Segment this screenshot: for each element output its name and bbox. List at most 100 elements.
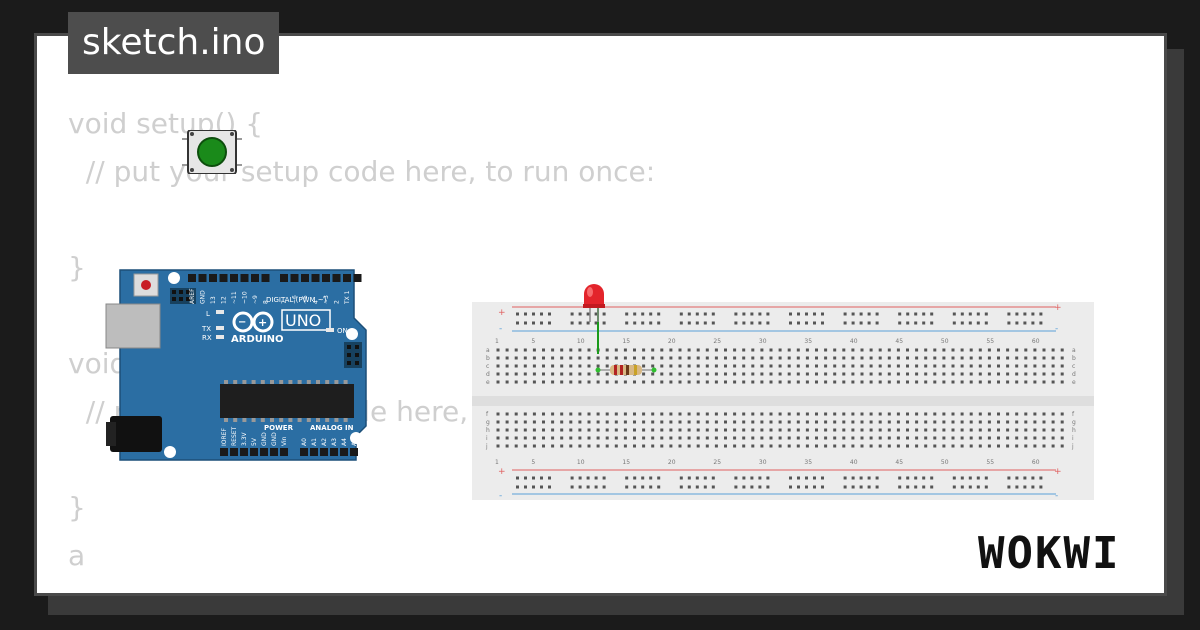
breadboard-hole[interactable]: [878, 436, 882, 440]
breadboard-hole[interactable]: [842, 380, 846, 384]
breadboard-hole[interactable]: [878, 420, 882, 424]
breadboard-hole[interactable]: [651, 444, 655, 448]
breadboard-hole[interactable]: [742, 412, 746, 416]
breadboard-hole[interactable]: [724, 412, 727, 416]
breadboard-hole[interactable]: [951, 420, 955, 424]
rail-hole[interactable]: [711, 476, 715, 480]
rail-hole[interactable]: [976, 476, 980, 480]
breadboard-hole[interactable]: [705, 356, 709, 360]
rail-hole[interactable]: [813, 485, 816, 489]
breadboard-hole[interactable]: [1060, 348, 1064, 352]
breadboard-hole[interactable]: [605, 436, 609, 440]
breadboard-hole[interactable]: [551, 356, 555, 360]
breadboard-hole[interactable]: [796, 444, 800, 448]
breadboard-hole[interactable]: [915, 412, 919, 416]
breadboard-hole[interactable]: [714, 420, 718, 424]
breadboard-hole[interactable]: [551, 428, 555, 432]
header-pin[interactable]: [350, 448, 358, 456]
rail-hole[interactable]: [1007, 485, 1011, 489]
breadboard-hole[interactable]: [633, 348, 636, 352]
breadboard-hole[interactable]: [505, 420, 509, 424]
breadboard-hole[interactable]: [560, 428, 564, 432]
rail-hole[interactable]: [750, 321, 754, 325]
breadboard-hole[interactable]: [751, 348, 755, 352]
rail-hole[interactable]: [695, 321, 699, 325]
breadboard-hole[interactable]: [1060, 356, 1064, 360]
breadboard-hole[interactable]: [805, 372, 809, 376]
breadboard-hole[interactable]: [724, 364, 727, 368]
header-pin[interactable]: [230, 274, 238, 282]
rail-hole[interactable]: [813, 312, 816, 316]
breadboard-hole[interactable]: [815, 420, 818, 424]
breadboard-hole[interactable]: [505, 348, 509, 352]
breadboard-hole[interactable]: [705, 364, 709, 368]
breadboard-hole[interactable]: [596, 428, 600, 432]
breadboard-hole[interactable]: [1060, 364, 1064, 368]
breadboard-hole[interactable]: [997, 356, 1000, 360]
breadboard-hole[interactable]: [978, 372, 982, 376]
breadboard-hole[interactable]: [787, 356, 791, 360]
rail-hole[interactable]: [875, 485, 879, 489]
header-pin[interactable]: [311, 274, 320, 282]
rail-hole[interactable]: [930, 312, 934, 316]
breadboard-hole[interactable]: [778, 412, 782, 416]
breadboard-hole[interactable]: [951, 372, 955, 376]
breadboard-hole[interactable]: [569, 444, 573, 448]
breadboard-hole[interactable]: [669, 420, 673, 424]
breadboard-hole[interactable]: [669, 444, 673, 448]
breadboard-hole[interactable]: [669, 428, 673, 432]
rail-hole[interactable]: [586, 476, 590, 480]
breadboard-hole[interactable]: [824, 412, 828, 416]
breadboard-hole[interactable]: [569, 428, 573, 432]
breadboard-hole[interactable]: [915, 364, 919, 368]
breadboard-hole[interactable]: [1024, 348, 1028, 352]
breadboard-hole[interactable]: [842, 444, 846, 448]
breadboard-hole[interactable]: [942, 356, 946, 360]
breadboard-hole[interactable]: [587, 412, 591, 416]
breadboard-hole[interactable]: [660, 444, 664, 448]
rail-hole[interactable]: [679, 476, 683, 480]
rail-hole[interactable]: [548, 485, 551, 489]
rail-hole[interactable]: [578, 476, 582, 480]
breadboard-hole[interactable]: [1024, 356, 1028, 360]
rail-hole[interactable]: [687, 476, 691, 480]
rail-hole[interactable]: [570, 476, 574, 480]
rail-hole[interactable]: [734, 312, 738, 316]
breadboard-hole[interactable]: [987, 412, 991, 416]
breadboard-hole[interactable]: [924, 420, 928, 424]
rail-hole[interactable]: [524, 321, 527, 325]
breadboard-hole[interactable]: [733, 444, 737, 448]
rail-hole[interactable]: [758, 321, 762, 325]
breadboard-hole[interactable]: [578, 348, 582, 352]
rail-hole[interactable]: [1031, 312, 1035, 316]
breadboard-hole[interactable]: [978, 420, 982, 424]
breadboard-hole[interactable]: [997, 412, 1000, 416]
breadboard-hole[interactable]: [596, 356, 600, 360]
rail-hole[interactable]: [1031, 485, 1035, 489]
header-pin[interactable]: [260, 448, 268, 456]
breadboard-hole[interactable]: [742, 372, 746, 376]
breadboard-hole[interactable]: [724, 380, 727, 384]
rail-hole[interactable]: [960, 485, 964, 489]
breadboard-hole[interactable]: [915, 428, 919, 432]
breadboard-hole[interactable]: [969, 420, 973, 424]
breadboard-hole[interactable]: [978, 348, 982, 352]
breadboard-hole[interactable]: [514, 436, 518, 440]
rail-hole[interactable]: [851, 312, 855, 316]
breadboard-hole[interactable]: [496, 380, 500, 384]
breadboard-hole[interactable]: [714, 372, 718, 376]
breadboard-hole[interactable]: [514, 412, 518, 416]
breadboard-hole[interactable]: [815, 356, 818, 360]
breadboard-hole[interactable]: [860, 380, 864, 384]
breadboard-hole[interactable]: [860, 420, 864, 424]
breadboard-hole[interactable]: [642, 380, 646, 384]
breadboard-hole[interactable]: [760, 420, 764, 424]
breadboard-hole[interactable]: [614, 348, 618, 352]
breadboard-hole[interactable]: [987, 372, 991, 376]
breadboard-hole[interactable]: [851, 412, 855, 416]
breadboard-hole[interactable]: [878, 348, 882, 352]
breadboard-hole[interactable]: [887, 380, 891, 384]
breadboard-hole[interactable]: [496, 420, 500, 424]
rail-hole[interactable]: [851, 476, 855, 480]
breadboard-hole[interactable]: [605, 412, 609, 416]
